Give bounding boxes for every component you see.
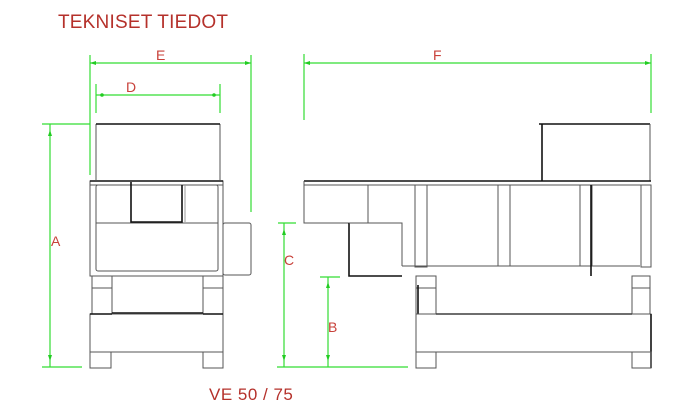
page-title: TEKNISET TIEDOT xyxy=(58,12,229,33)
dimension-label-e: E xyxy=(156,47,165,63)
dimension-e: E xyxy=(89,47,252,212)
dimension-c: C xyxy=(277,222,408,368)
end-view xyxy=(89,123,252,369)
dimension-label-a: A xyxy=(51,233,61,249)
dimension-a: A xyxy=(42,123,90,368)
dimension-d: D xyxy=(95,79,221,113)
dimension-label-f: F xyxy=(433,47,442,63)
dimension-b: B xyxy=(320,276,340,367)
model-label: VE 50 / 75 xyxy=(209,385,294,404)
dimension-label-c: C xyxy=(284,252,294,268)
side-view xyxy=(303,123,652,369)
dimension-label-b: B xyxy=(328,319,337,335)
dimension-label-d: D xyxy=(126,79,136,95)
dimension-f: F xyxy=(303,47,652,120)
